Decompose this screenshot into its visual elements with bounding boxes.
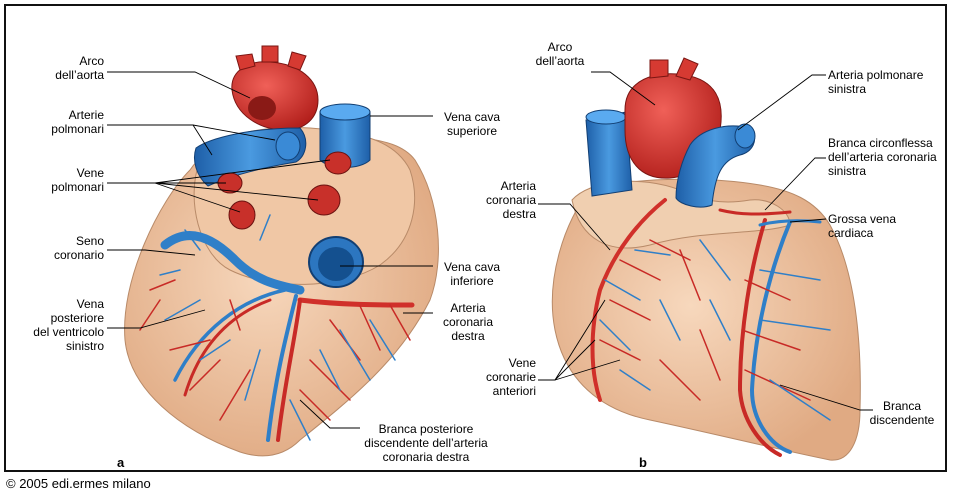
heart-b-pa-lumen — [735, 124, 755, 148]
heart-a-pv1 — [325, 152, 351, 174]
heart-a-aorta-lumen — [248, 96, 276, 120]
heart-a-svc-top — [320, 104, 370, 120]
panel-label-b: b — [639, 455, 647, 470]
heart-a-pv4 — [229, 201, 255, 229]
heart-a-ivc-lumen — [318, 247, 354, 281]
copyright-notice: © 2005 edi.ermes milano — [6, 476, 151, 491]
heart-a-pv3 — [308, 185, 340, 215]
heart-a — [125, 46, 439, 456]
heart-b — [552, 58, 860, 460]
heart-a-pa-lumen — [276, 132, 300, 160]
panel-label-a: a — [117, 455, 124, 470]
heart-b-svc-top — [586, 110, 626, 124]
